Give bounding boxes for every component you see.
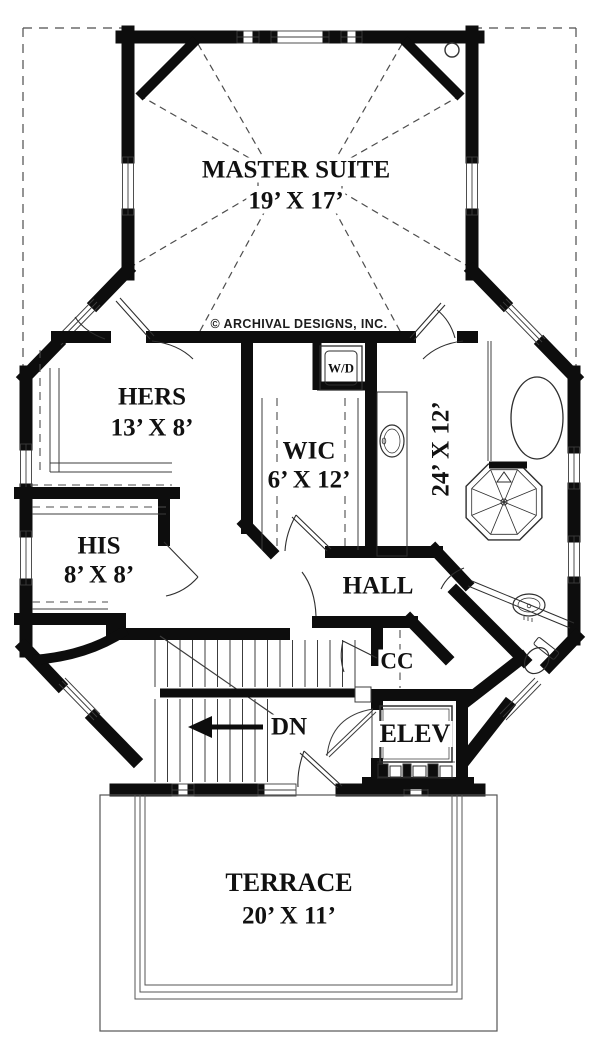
elevator-door — [325, 708, 384, 758]
faucet — [381, 437, 387, 445]
room-label-wic: WIC — [280, 437, 338, 465]
curved-stair-wall — [32, 625, 129, 665]
down-arrow — [188, 716, 263, 738]
closet-shelving — [32, 368, 359, 610]
room-dims-master-suite: 19’ X 17’ — [246, 187, 346, 215]
room-dims-bath: 24’ X 12’ — [427, 399, 455, 499]
washer-dryer-label: W/D — [326, 360, 356, 376]
toilet — [523, 637, 560, 675]
exterior-walls — [14, 25, 586, 797]
room-dims-his: 8’ X 8’ — [61, 561, 137, 589]
shower — [465, 461, 543, 541]
door-swings — [74, 297, 465, 789]
down-label: DN — [268, 713, 310, 741]
room-dims-wic: 6’ X 12’ — [265, 466, 353, 494]
room-label-hers: HERS — [115, 383, 189, 411]
room-label-terrace: TERRACE — [223, 868, 355, 897]
elevator-machinery — [377, 761, 455, 779]
room-dims-hers: 13’ X 8’ — [108, 414, 196, 442]
interior-walls — [14, 331, 533, 796]
stairs — [154, 635, 372, 782]
washer-dryer-niche-walls — [312, 343, 365, 391]
room-label-cc: CC — [378, 648, 416, 674]
corner-column — [444, 42, 460, 58]
terrace-outline — [99, 794, 498, 1032]
newel-post — [354, 686, 372, 703]
wc-sink — [512, 593, 546, 622]
corner-braces — [135, 36, 465, 101]
room-dims-terrace: 20’ X 11’ — [240, 902, 338, 930]
roof-overhang-outline — [22, 27, 577, 436]
tub — [487, 341, 564, 461]
room-label-hall: HALL — [340, 572, 416, 600]
room-label-his: HIS — [75, 532, 123, 560]
wc-counter — [467, 580, 575, 629]
washer-dryer — [319, 345, 363, 391]
copyright-text: © ARCHIVAL DESIGNS, INC. — [210, 317, 388, 331]
room-label-master-suite: MASTER SUITE — [199, 156, 393, 184]
room-label-elev: ELEV — [377, 719, 453, 748]
vanity-sink — [379, 424, 405, 458]
vanity — [376, 391, 408, 557]
